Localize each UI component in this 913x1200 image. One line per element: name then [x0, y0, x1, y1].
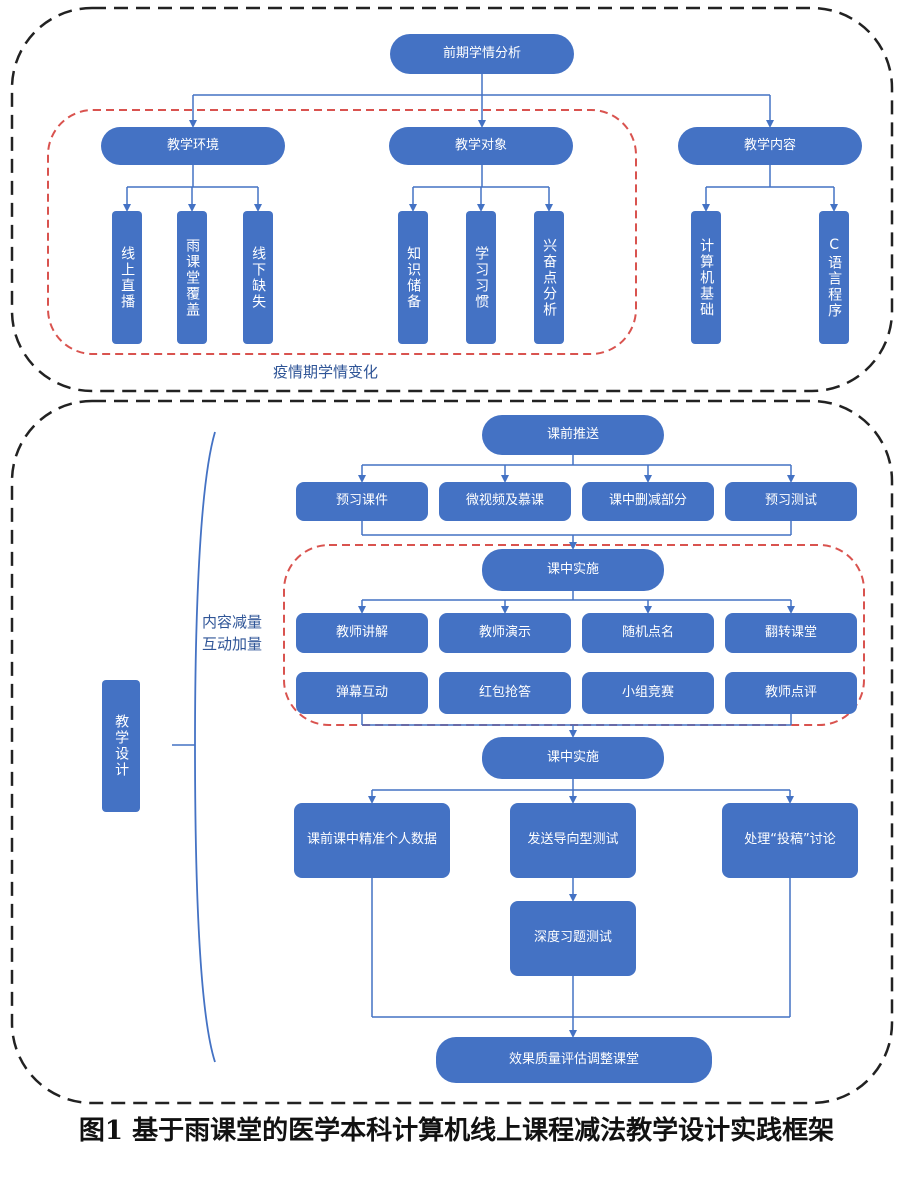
- obj-item-interest: 兴奋点分析: [534, 211, 564, 344]
- obj-item-knowledge: 知识储备: [398, 211, 428, 344]
- after-item-personal-data: 课前课中精准个人数据: [294, 803, 450, 878]
- in-item-red-packet: 红包抢答: [439, 672, 571, 714]
- teaching-content-node: 教学内容: [678, 127, 862, 165]
- top-section-border: [10, 6, 894, 393]
- obj-item-habits: 学习习惯: [466, 211, 496, 344]
- pre-analysis-node: 前期学情分析: [390, 34, 574, 74]
- env-item-rain-classroom: 雨课堂覆盖: [177, 211, 207, 344]
- pre-item-removed-parts: 课中删减部分: [582, 482, 714, 521]
- in-class-node-2: 课中实施: [482, 737, 664, 779]
- in-item-teacher-review: 教师点评: [725, 672, 857, 714]
- content-item-c-language: C语言程序: [819, 211, 849, 344]
- in-item-danmaku: 弹幕互动: [296, 672, 428, 714]
- in-item-lecture: 教师讲解: [296, 613, 428, 653]
- pre-item-mooc: 微视频及慕课: [439, 482, 571, 521]
- pandemic-change-label: 疫情期学情变化: [273, 363, 379, 381]
- brace-label-reduce: 内容减量: [202, 613, 263, 631]
- env-item-offline-missing: 线下缺失: [243, 211, 273, 344]
- after-item-guided-test: 发送导向型测试: [510, 803, 636, 878]
- content-item-computer-basics: 计算机基础: [691, 211, 721, 344]
- pre-item-preview-test: 预习测试: [725, 482, 857, 521]
- pre-item-slides: 预习课件: [296, 482, 428, 521]
- teaching-object-node: 教学对象: [389, 127, 573, 165]
- figure-caption: 图1 基于雨课堂的医学本科计算机线上课程减法教学设计实践框架: [78, 1116, 835, 1146]
- in-item-group-contest: 小组竞赛: [582, 672, 714, 714]
- top-connectors: [123, 74, 838, 212]
- env-item-online-live: 线上直播: [112, 211, 142, 344]
- pandemic-change-region: [47, 109, 637, 355]
- in-class-node: 课中实施: [482, 549, 664, 591]
- after-item-submission-discussion: 处理“投稿”讨论: [722, 803, 858, 878]
- bottom-section-border: [10, 399, 894, 1105]
- in-item-demo: 教师演示: [439, 613, 571, 653]
- deep-test-node: 深度习题测试: [510, 901, 636, 976]
- bottom-connectors: [358, 455, 795, 1038]
- section-brace: [194, 431, 216, 1063]
- teaching-environment-node: 教学环境: [101, 127, 285, 165]
- final-evaluation-node: 效果质量评估调整课堂: [436, 1037, 712, 1083]
- in-item-roll-call: 随机点名: [582, 613, 714, 653]
- pre-class-push-node: 课前推送: [482, 415, 664, 455]
- teaching-design-node: 教学设计: [102, 680, 140, 812]
- brace-label-interact: 互动加量: [202, 635, 263, 653]
- in-item-flipped: 翻转课堂: [725, 613, 857, 653]
